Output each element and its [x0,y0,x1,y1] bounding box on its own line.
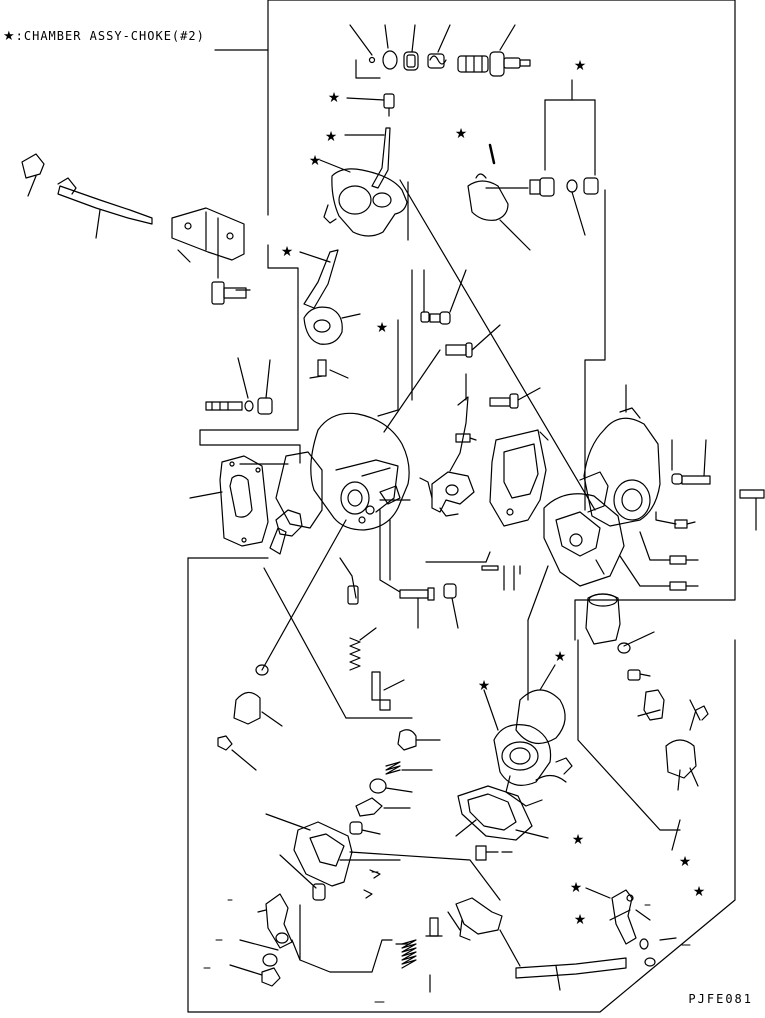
assembly-boundary-lines [187,0,736,1013]
choke-pull-off-parts [467,143,599,251]
jet-and-pin-parts [379,509,521,629]
center-screws [377,269,501,417]
star-marker: ★ [478,678,491,694]
star-marker: ★ [693,884,706,900]
needle-valve-stack [349,24,531,79]
bolt-washer-nut-left [205,357,273,415]
legend-note: ★:CHAMBER ASSY-CHOKE(#2) [3,29,205,44]
legend-text: :CHAMBER ASSY-CHOKE(#2) [15,29,205,43]
carburetor-body-left [269,412,411,605]
star-marker: ★ [574,912,587,928]
star-marker: ★ [554,649,567,665]
star-marker: ★ [455,126,468,142]
star-marker: ★ [309,153,322,169]
lower-link-levers [229,813,501,987]
legend-star-icon: ★ [3,29,16,44]
carburetor-body-right [527,384,661,701]
throttle-rod-and-bracket [21,153,251,305]
choke-chamber-assy [455,664,573,861]
star-markers: ★ ★ ★ ★ ★ ★ ★ ★ ★ ★ ★ ★ ★ ★ [281,58,706,928]
star-marker: ★ [281,244,294,260]
idle-adjust-parts [217,519,413,771]
drawing-code: PJFE081 [688,992,753,1006]
choke-link-parts [344,93,395,189]
choke-diaphragm-chamber [319,159,409,241]
solenoid-and-switch [577,593,709,851]
star-marker: ★ [570,880,583,896]
pump-plunger-stack [349,729,441,835]
star-marker: ★ [376,320,389,336]
return-spring-and-lever [395,897,627,993]
star-marker: ★ [328,90,341,106]
choke-lever-lower-right [585,887,677,967]
insulator-gasket [189,455,289,547]
star-marker: ★ [572,832,585,848]
leader-lines [383,79,606,511]
callout-stubs [203,871,691,1003]
right-screws [619,439,765,591]
star-marker: ★ [679,854,692,870]
star-marker: ★ [325,129,338,145]
accelerator-pump-lever [419,373,549,527]
fast-idle-lever-assy [299,249,361,379]
star-marker: ★ [574,58,587,74]
